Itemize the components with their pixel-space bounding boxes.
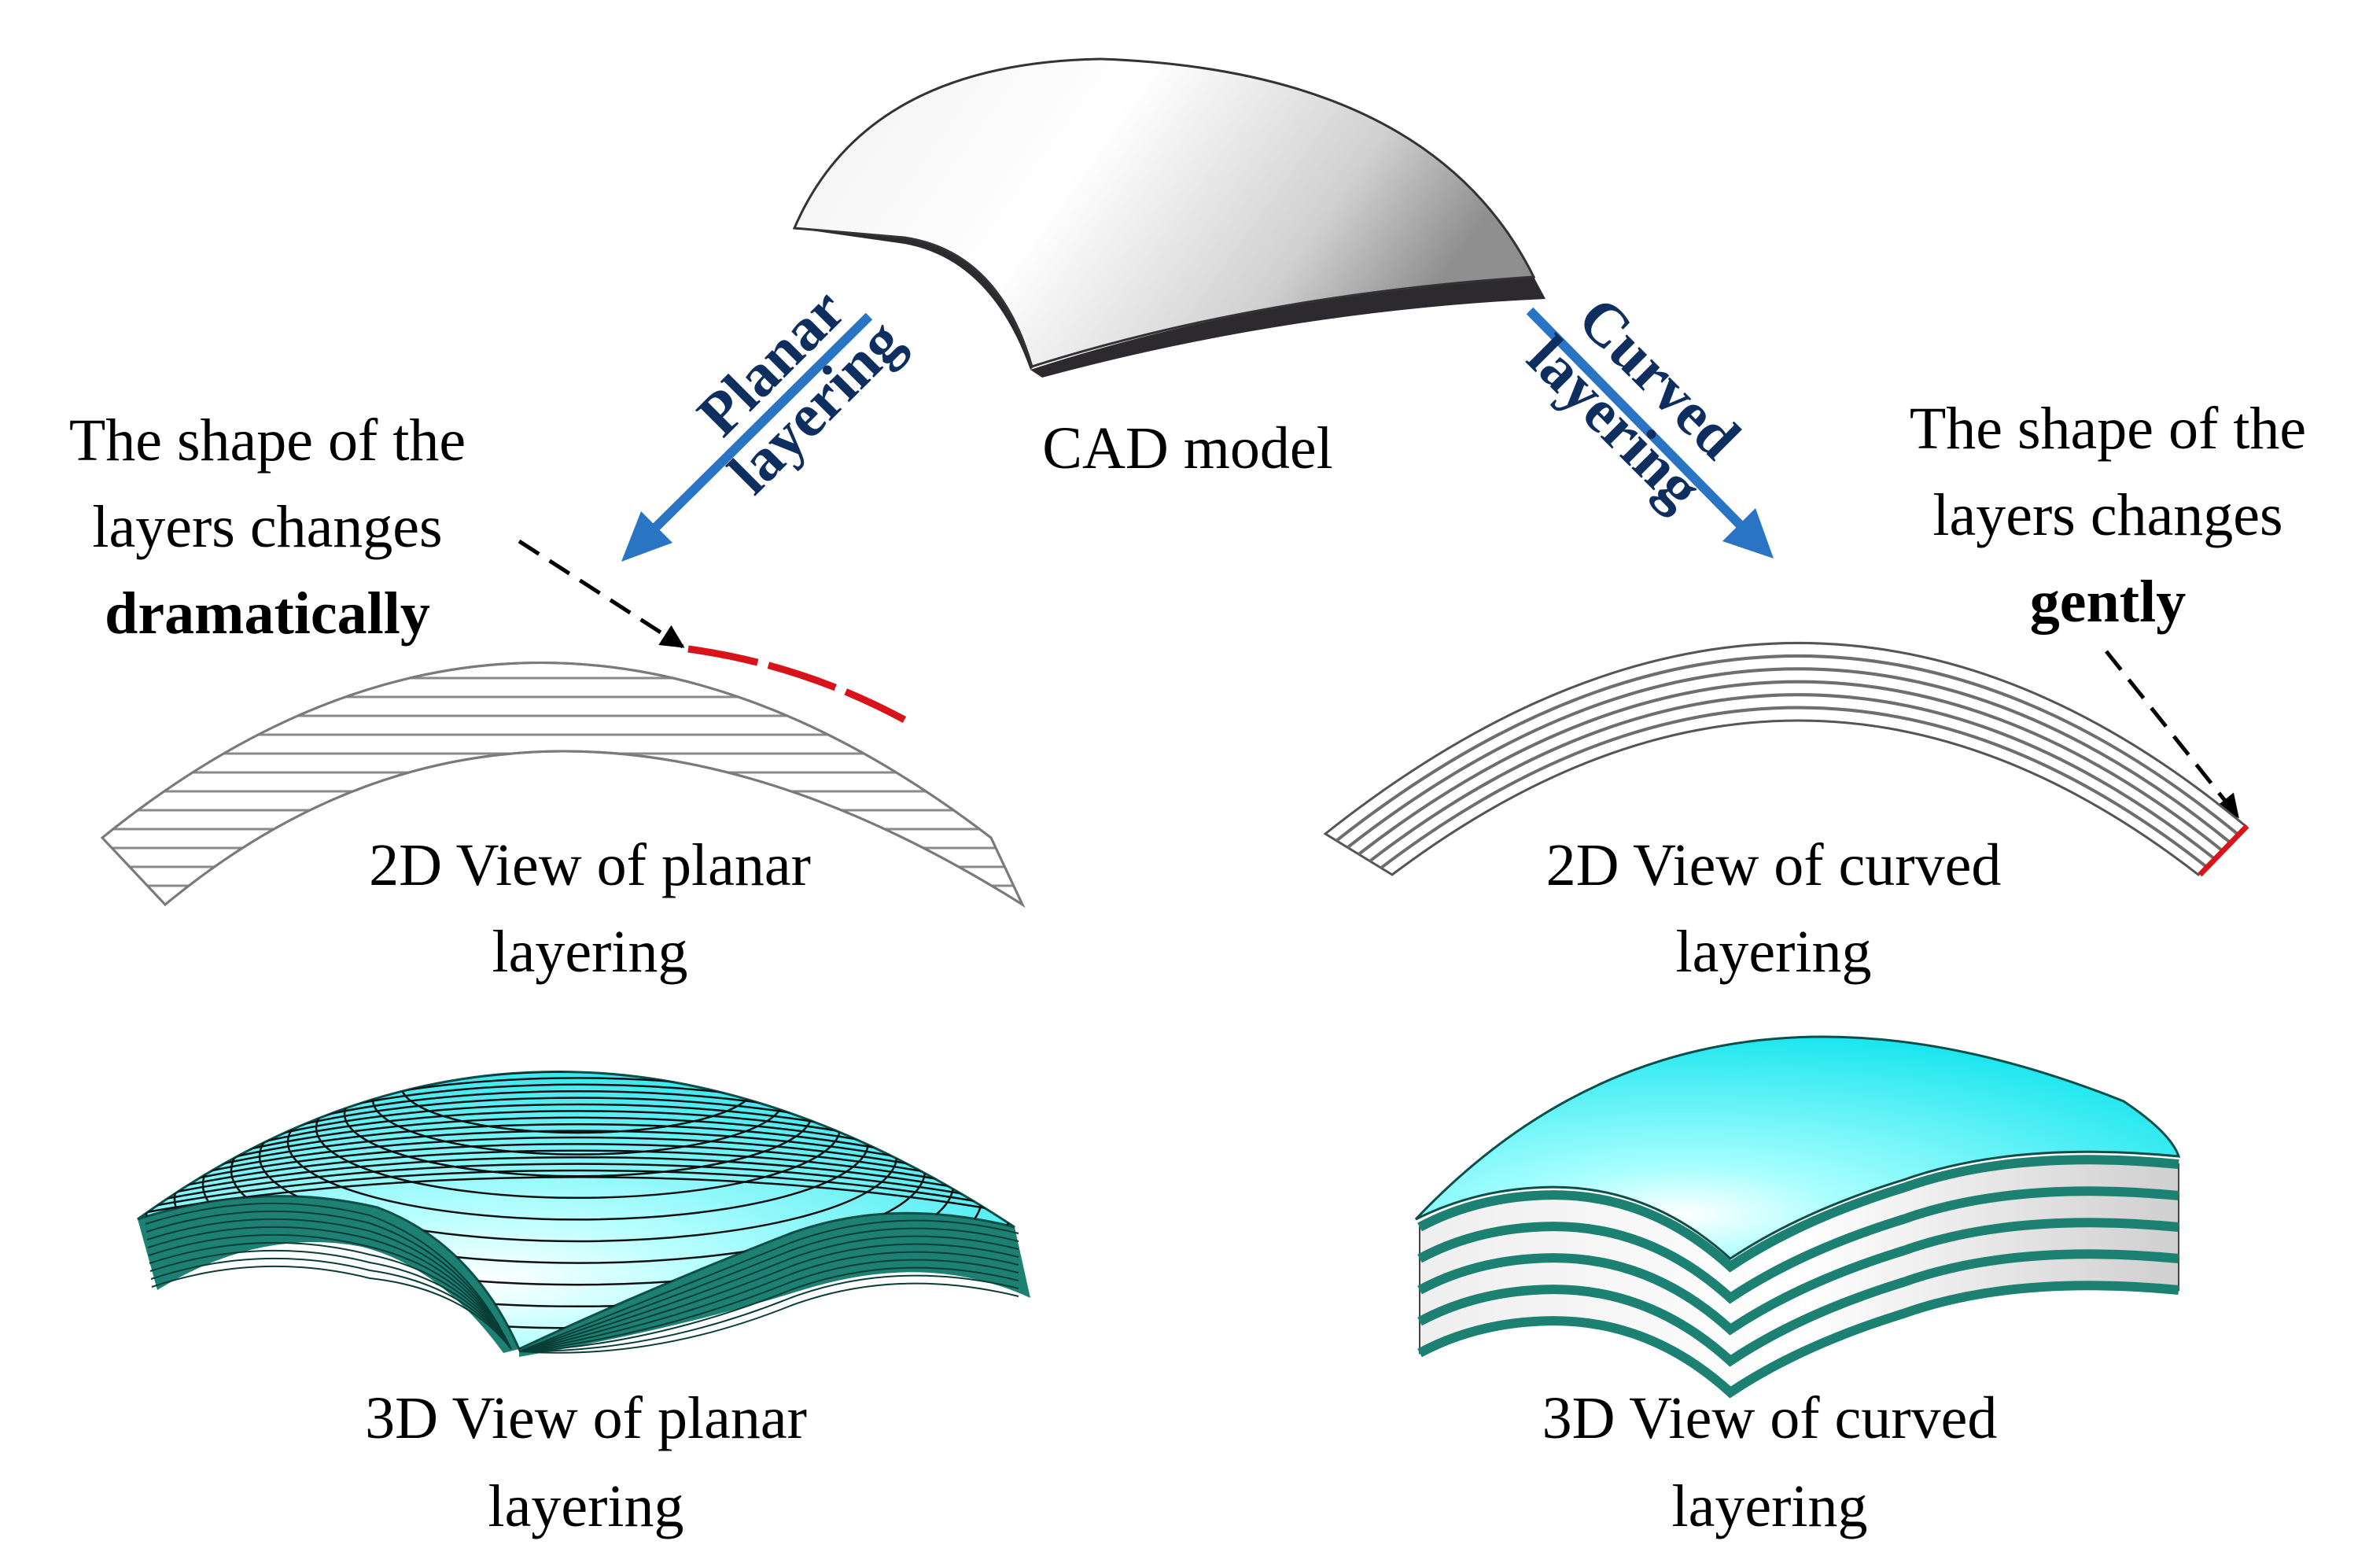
planar-2d-caption-line1: 2D View of planar: [369, 832, 811, 898]
curved-2d-layer-line: [1335, 654, 2239, 842]
curved-2d-highlight: [2198, 824, 2249, 877]
planar-3d-caption-line2: layering: [488, 1473, 683, 1539]
planar-3d-wall-line: [518, 1227, 1019, 1352]
planar-3d-wall-line: [145, 1202, 512, 1350]
curved-3d-layer-edge: [1417, 1218, 2179, 1336]
curved-2d-caption-line1: 2D View of curved: [1546, 832, 2002, 898]
planar-3d-wall-line: [149, 1249, 512, 1350]
cad-model-label: CAD model: [1042, 415, 1332, 481]
curved-3d-layer-edge: [1417, 1249, 2179, 1367]
planar-note-line1: The shape of the: [69, 407, 466, 474]
planar-3d-wall-line: [149, 1241, 512, 1350]
planar-3d-wall-line: [518, 1251, 1019, 1352]
planar-3d-wall-line: [518, 1274, 1019, 1353]
planar-3d-wall-line: [147, 1226, 512, 1350]
curved-2d-view: [1323, 642, 2249, 877]
planar-3d-contour: [138, 1103, 1015, 1349]
curved-note-line2: layers changes: [1932, 482, 2282, 548]
planar-3d-contour: [138, 1156, 1015, 1349]
curved-2d-caption-line2: layering: [1675, 919, 1871, 985]
planar-note-emphasis: dramatically: [105, 581, 430, 647]
curved-3d-top-edge: [1417, 1155, 2179, 1273]
planar-3d-contour: [138, 1130, 1015, 1349]
planar-3d-contour: [138, 1163, 1015, 1349]
planar-3d-left-wall: [138, 1196, 519, 1353]
planar-3d-wall-line: [518, 1266, 1019, 1352]
planar-3d-contour: [138, 1116, 1015, 1349]
curved-3d-layer-edge: [1417, 1186, 2179, 1304]
curved-2d-layer-line: [1358, 680, 2223, 856]
planar-3d-wall-line: [518, 1259, 1019, 1352]
planar-3d-wall-line: [148, 1233, 512, 1350]
planar-3d-wall-line: [518, 1282, 1019, 1354]
planar-3d-contour: [138, 1122, 1015, 1349]
planar-3d-wall-line: [518, 1243, 1019, 1352]
planar-note-line2: layers changes: [92, 494, 442, 560]
planar-note-pointer: [518, 539, 685, 649]
planar-2d-caption-line2: layering: [492, 919, 687, 985]
curved-2d-layer-line: [1369, 693, 2216, 863]
planar-3d-contour: [138, 1136, 1015, 1349]
planar-3d-wall-line: [518, 1235, 1019, 1352]
curved-3d-view: [1414, 1035, 2181, 1399]
curved-3d-layer-edge: [1417, 1281, 2179, 1399]
planar-3d-contour: [138, 1143, 1015, 1349]
planar-3d-wall-line: [151, 1265, 512, 1350]
planar-3d-wall-line: [518, 1219, 1019, 1352]
curved-note-line1: The shape of the: [1910, 396, 2306, 462]
curved-3d-top-surface: [1414, 1035, 2181, 1260]
planar-3d-wall-line: [146, 1210, 512, 1350]
planar-3d-caption-line1: 3D View of planar: [365, 1385, 807, 1451]
planar-3d-wall-line: [146, 1218, 512, 1350]
planar-3d-contour: [138, 1110, 1015, 1349]
curved-note-emphasis: gently: [2030, 569, 2186, 635]
curved-3d-caption-line1: 3D View of curved: [1542, 1385, 1998, 1451]
planar-2d-highlight: [687, 645, 907, 723]
curved-2d-layer-line: [1347, 667, 2231, 849]
curved-3d-caption-line2: layering: [1671, 1473, 1867, 1539]
planar-3d-contour: [138, 1169, 1015, 1349]
planar-3d-contour: [138, 1149, 1015, 1349]
planar-3d-contour: [138, 1176, 1015, 1349]
cad-model-shape: [792, 57, 1546, 378]
planar-3d-wall-line: [150, 1257, 512, 1350]
planar-arrow: [621, 312, 873, 562]
curved-2d-layer-line: [1380, 706, 2208, 869]
planar-3d-view: [137, 1071, 1030, 1357]
curved-arrow-label: Curved layering: [1515, 283, 1753, 522]
planar-2d-border: [100, 662, 1026, 908]
planar-3d-right-wall: [519, 1213, 1030, 1357]
curved-arrow: [1526, 307, 1774, 558]
